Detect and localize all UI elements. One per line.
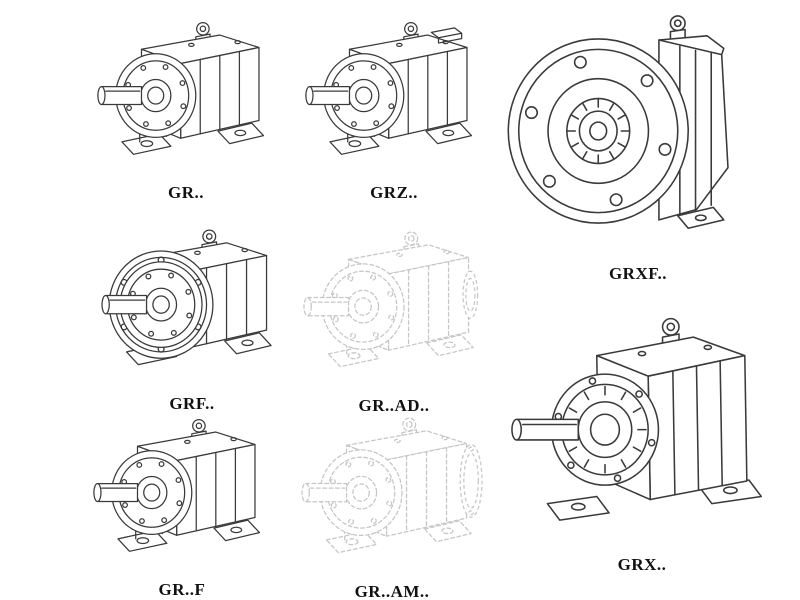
figure-grf-label: GRF.. <box>169 394 215 413</box>
figure-grx-label: GRX.. <box>617 555 667 574</box>
figure-grff-label: GR..F <box>158 580 206 599</box>
figure-grx: GRX.. <box>498 296 786 575</box>
gearbox-drawing-grx <box>498 296 786 553</box>
figure-grxf-label: GRXF.. <box>608 264 668 283</box>
figure-gram-label: GR..AM.. <box>354 582 430 600</box>
gearbox-drawing-gr <box>88 3 284 181</box>
gearbox-drawing-grff <box>84 400 280 578</box>
figure-grad: GR..AD.. <box>294 212 494 416</box>
gearbox-drawing-grad <box>294 212 494 394</box>
figure-grz: GRZ.. <box>296 3 492 203</box>
gearbox-drawing-grf <box>92 210 292 392</box>
figure-gr: GR.. <box>88 3 284 203</box>
figure-grf: GRF.. <box>92 210 292 414</box>
figure-gram: GR..AM.. <box>292 398 492 600</box>
gearbox-drawing-gram <box>292 398 492 580</box>
figure-gr-label: GR.. <box>168 183 204 202</box>
figure-grff: GR..F <box>84 400 280 600</box>
figure-grxf: GRXF.. <box>502 0 774 284</box>
gearbox-drawing-grz <box>296 3 492 181</box>
gearbox-drawing-grxf <box>502 0 774 262</box>
figure-grad-label: GR..AD.. <box>358 396 430 415</box>
figure-grz-label: GRZ.. <box>370 183 418 202</box>
